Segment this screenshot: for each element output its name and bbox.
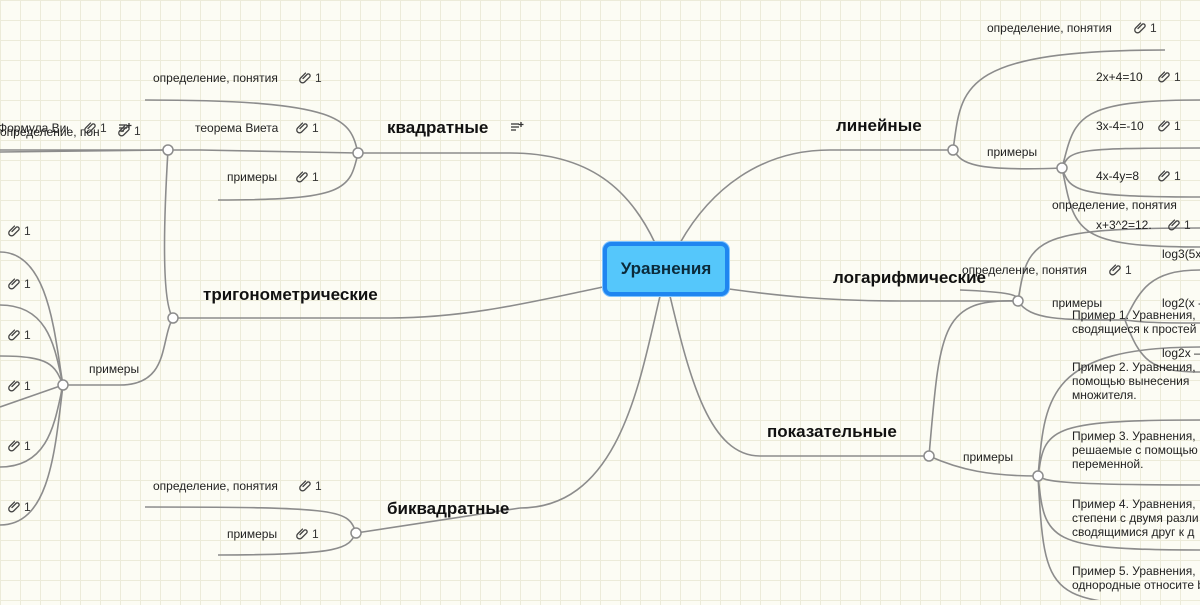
attachment-badge[interactable]: 1: [1134, 21, 1157, 35]
attachment-count: 1: [1125, 263, 1132, 277]
attachment-badge[interactable]: 1: [299, 479, 322, 493]
paperclip-icon: [299, 72, 311, 84]
attachment-count: 1: [24, 224, 31, 238]
attachment-badge[interactable]: 1: [118, 124, 141, 138]
paperclip-icon: [118, 125, 130, 137]
attachment-badge[interactable]: 1: [1168, 218, 1191, 232]
attachment-badge[interactable]: 1: [8, 500, 31, 514]
attachment-badge[interactable]: 1: [1158, 169, 1181, 183]
paperclip-icon: [296, 171, 308, 183]
kvadratnye-def[interactable]: определение, понятия: [153, 71, 278, 85]
attachment-count: 1: [24, 328, 31, 342]
paperclip-icon: [1158, 71, 1170, 83]
paperclip-icon: [296, 528, 308, 540]
attachment-badge[interactable]: 1: [84, 121, 107, 135]
log-item-3[interactable]: log2x –: [1162, 346, 1200, 360]
pok-example-2[interactable]: Пример 2. Уравнения, помощью вынесения м…: [1072, 360, 1196, 402]
pok-examples[interactable]: примеры: [963, 450, 1014, 464]
paperclip-icon: [8, 278, 20, 290]
log-examples[interactable]: примеры: [1052, 296, 1103, 310]
bikv-def[interactable]: определение, понятия: [153, 479, 278, 493]
paperclip-icon: [1158, 170, 1170, 182]
paperclip-icon: [1134, 22, 1146, 34]
branch-trig-title[interactable]: тригонометрические: [203, 285, 378, 304]
attachment-count: 1: [100, 121, 107, 135]
vieta-def[interactable]: определение, понятия: [0, 125, 100, 139]
trig-examples[interactable]: примеры: [89, 362, 140, 376]
attachment-badge[interactable]: 1: [299, 71, 322, 85]
bikv-examples[interactable]: примеры: [227, 527, 278, 541]
attachment-badge[interactable]: 1: [8, 277, 31, 291]
paperclip-icon: [8, 225, 20, 237]
paperclip-icon: [8, 329, 20, 341]
paperclip-icon: [299, 480, 311, 492]
attachment-count: 1: [312, 527, 319, 541]
attachment-count: 1: [1174, 119, 1181, 133]
attachment-count: 1: [315, 71, 322, 85]
pok-example-4[interactable]: Пример 4. Уравнения, степени с двумя раз…: [1072, 497, 1199, 539]
root-node[interactable]: Уравнения: [603, 242, 729, 296]
note-icon[interactable]: [510, 121, 524, 133]
attachment-count: 1: [312, 121, 319, 135]
paperclip-icon: [296, 122, 308, 134]
branch-lin-title[interactable]: линейные: [836, 116, 922, 135]
attachment-badge[interactable]: 1: [296, 527, 319, 541]
attachment-count: 1: [1150, 21, 1157, 35]
paperclip-icon: [1158, 120, 1170, 132]
attachment-badge[interactable]: 1: [1158, 119, 1181, 133]
vieta-formula[interactable]: Формула Виет: [0, 121, 68, 135]
log-def-top[interactable]: определение, понятия: [1052, 198, 1177, 212]
kvadratnye-examples[interactable]: примеры: [227, 170, 278, 184]
paperclip-icon: [8, 440, 20, 452]
attachment-count: 1: [1174, 169, 1181, 183]
lin-item-2[interactable]: 3x-4=-10: [1096, 119, 1144, 133]
lin-examples[interactable]: примеры: [987, 145, 1038, 159]
pok-example-5[interactable]: Пример 5. Уравнения, однородные относите…: [1072, 564, 1200, 592]
attachment-badge[interactable]: 1: [1158, 70, 1181, 84]
attachment-count: 1: [1184, 218, 1191, 232]
attachment-badge[interactable]: 1: [8, 328, 31, 342]
pok-example-1[interactable]: Пример 1. Уравнения, сводящиеся к просте…: [1072, 308, 1197, 336]
attachment-count: 1: [315, 479, 322, 493]
attachment-badge[interactable]: 1: [296, 121, 319, 135]
branch-log-title[interactable]: логарифмические: [833, 268, 986, 287]
attachment-badge[interactable]: 1: [8, 224, 31, 238]
log-item-2[interactable]: log2(x -: [1162, 296, 1200, 310]
log-def[interactable]: определение, понятия: [962, 263, 1087, 277]
root-title: Уравнения: [620, 259, 712, 278]
lin-item-1[interactable]: 2x+4=10: [1096, 70, 1143, 84]
attachment-count: 1: [24, 379, 31, 393]
lin-item-3[interactable]: 4x-4y=8: [1096, 169, 1140, 183]
attachment-count: 1: [24, 277, 31, 291]
lin-item-4[interactable]: x+3^2=12.: [1096, 218, 1152, 232]
paperclip-icon: [1168, 219, 1180, 231]
attachment-badge[interactable]: 1: [1109, 263, 1132, 277]
paperclip-icon: [84, 122, 96, 134]
pok-example-3[interactable]: Пример 3. Уравнения, решаемые с помощью …: [1072, 429, 1198, 471]
kvadratnye-vieta[interactable]: теорема Виета: [195, 121, 279, 135]
paperclip-icon: [8, 380, 20, 392]
branch-kvadratnye-title[interactable]: квадратные: [387, 118, 489, 137]
lin-def[interactable]: определение, понятия: [987, 21, 1112, 35]
attachment-count: 1: [134, 124, 141, 138]
attachment-count: 1: [312, 170, 319, 184]
attachment-count: 1: [24, 439, 31, 453]
attachment-count: 1: [24, 500, 31, 514]
attachment-badge[interactable]: 1: [8, 439, 31, 453]
log-item-1[interactable]: log3(5x: [1162, 247, 1200, 261]
attachment-count: 1: [1174, 70, 1181, 84]
attachment-badge[interactable]: 1: [296, 170, 319, 184]
branch-bikv-title[interactable]: биквадратные: [387, 499, 510, 518]
attachment-badge[interactable]: 1: [8, 379, 31, 393]
branch-pok-title[interactable]: показательные: [767, 422, 897, 441]
paperclip-icon: [1109, 264, 1121, 276]
paperclip-icon: [8, 501, 20, 513]
